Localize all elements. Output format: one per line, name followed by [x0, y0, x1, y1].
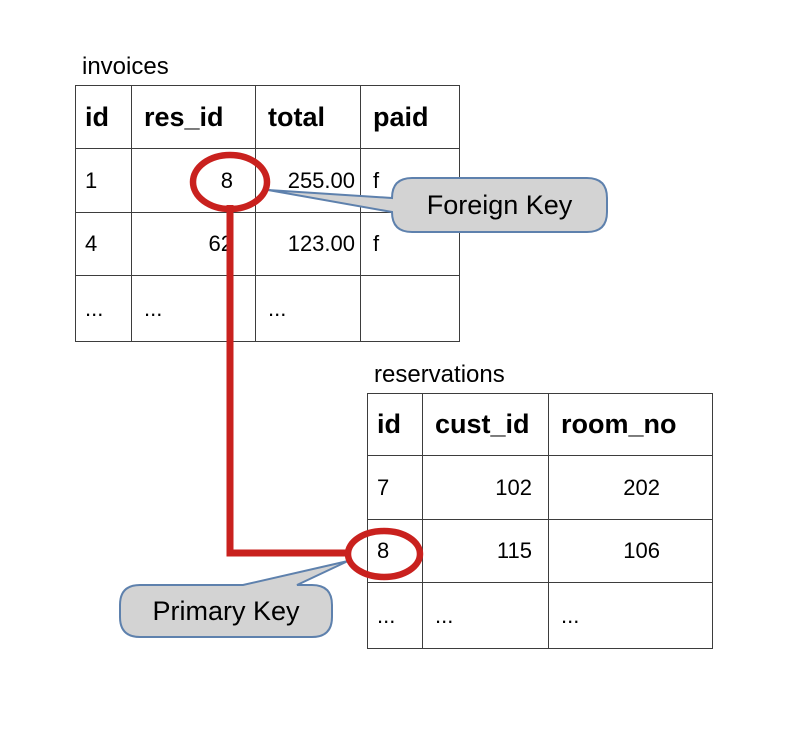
primary-key-callout-label: Primary Key: [152, 595, 300, 626]
reservations-cell-r1-room-no: 202: [549, 456, 712, 520]
reservations-cell-r3-id: ...: [368, 583, 423, 648]
reservations-cell-r1-id: 7: [368, 456, 423, 520]
invoices-cell-r2-res-id: 62: [132, 213, 256, 276]
reservations-table-title: reservations: [374, 361, 505, 388]
primary-key-callout-bubble: [119, 560, 349, 638]
reservations-cell-r2-cust-id: 115: [423, 520, 549, 583]
invoices-cell-r3-paid: [361, 276, 459, 341]
invoices-cell-r3-total: ...: [256, 276, 361, 341]
invoices-cell-r3-id: ...: [76, 276, 132, 341]
invoices-cell-r1-res-id: 8: [132, 149, 256, 213]
invoices-cell-r1-id: 1: [76, 149, 132, 213]
reservations-table: id cust_id room_no 7 102 202 8 115 106 .…: [367, 393, 713, 649]
invoices-cell-r2-total: 123.00: [256, 213, 361, 276]
invoices-cell-r2-paid: f: [361, 213, 459, 276]
reservations-cell-r3-cust-id: ...: [423, 583, 549, 648]
invoices-cell-r1-total: 255.00: [256, 149, 361, 213]
reservations-header-cust-id: cust_id: [423, 394, 549, 456]
reservations-header-room-no: room_no: [549, 394, 712, 456]
invoices-header-paid: paid: [361, 86, 459, 149]
reservations-cell-r1-cust-id: 102: [423, 456, 549, 520]
invoices-header-total: total: [256, 86, 361, 149]
invoices-table-title: invoices: [82, 53, 169, 80]
invoices-header-id: id: [76, 86, 132, 149]
reservations-header-id: id: [368, 394, 423, 456]
invoices-header-res-id: res_id: [132, 86, 256, 149]
invoices-cell-r3-res-id: ...: [132, 276, 256, 341]
reservations-cell-r2-room-no: 106: [549, 520, 712, 583]
invoices-cell-r2-id: 4: [76, 213, 132, 276]
invoices-cell-r1-paid: f: [361, 149, 459, 213]
invoices-table: id res_id total paid 1 8 255.00 f 4 62 1…: [75, 85, 460, 342]
reservations-cell-r3-room-no: ...: [561, 602, 580, 628]
reservations-cell-r2-id: 8: [368, 520, 423, 583]
